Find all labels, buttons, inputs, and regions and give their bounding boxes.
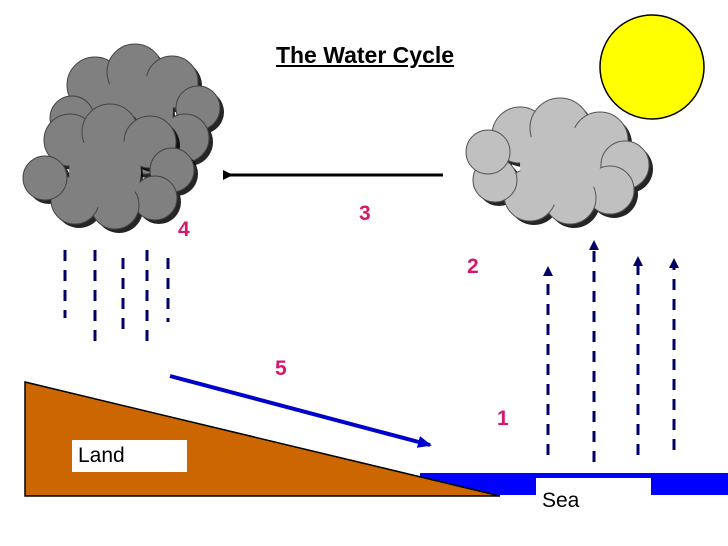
step-number-2: 2 — [467, 255, 479, 278]
vapor-arrows — [543, 240, 679, 462]
sun — [599, 14, 705, 120]
step-number-1: 1 — [497, 407, 509, 430]
step-number-5: 5 — [275, 357, 287, 380]
diagram-title: The Water Cycle — [275, 42, 455, 68]
cloud-dark-lower — [22, 103, 198, 233]
cloud-light — [465, 97, 653, 228]
runoff-arrow — [169, 374, 432, 448]
sea-label: Sea — [536, 478, 651, 518]
rain-streaks — [63, 250, 170, 345]
step-number-4: 4 — [178, 218, 190, 241]
step-number-3: 3 — [359, 202, 371, 225]
land-label: Land — [72, 440, 187, 472]
